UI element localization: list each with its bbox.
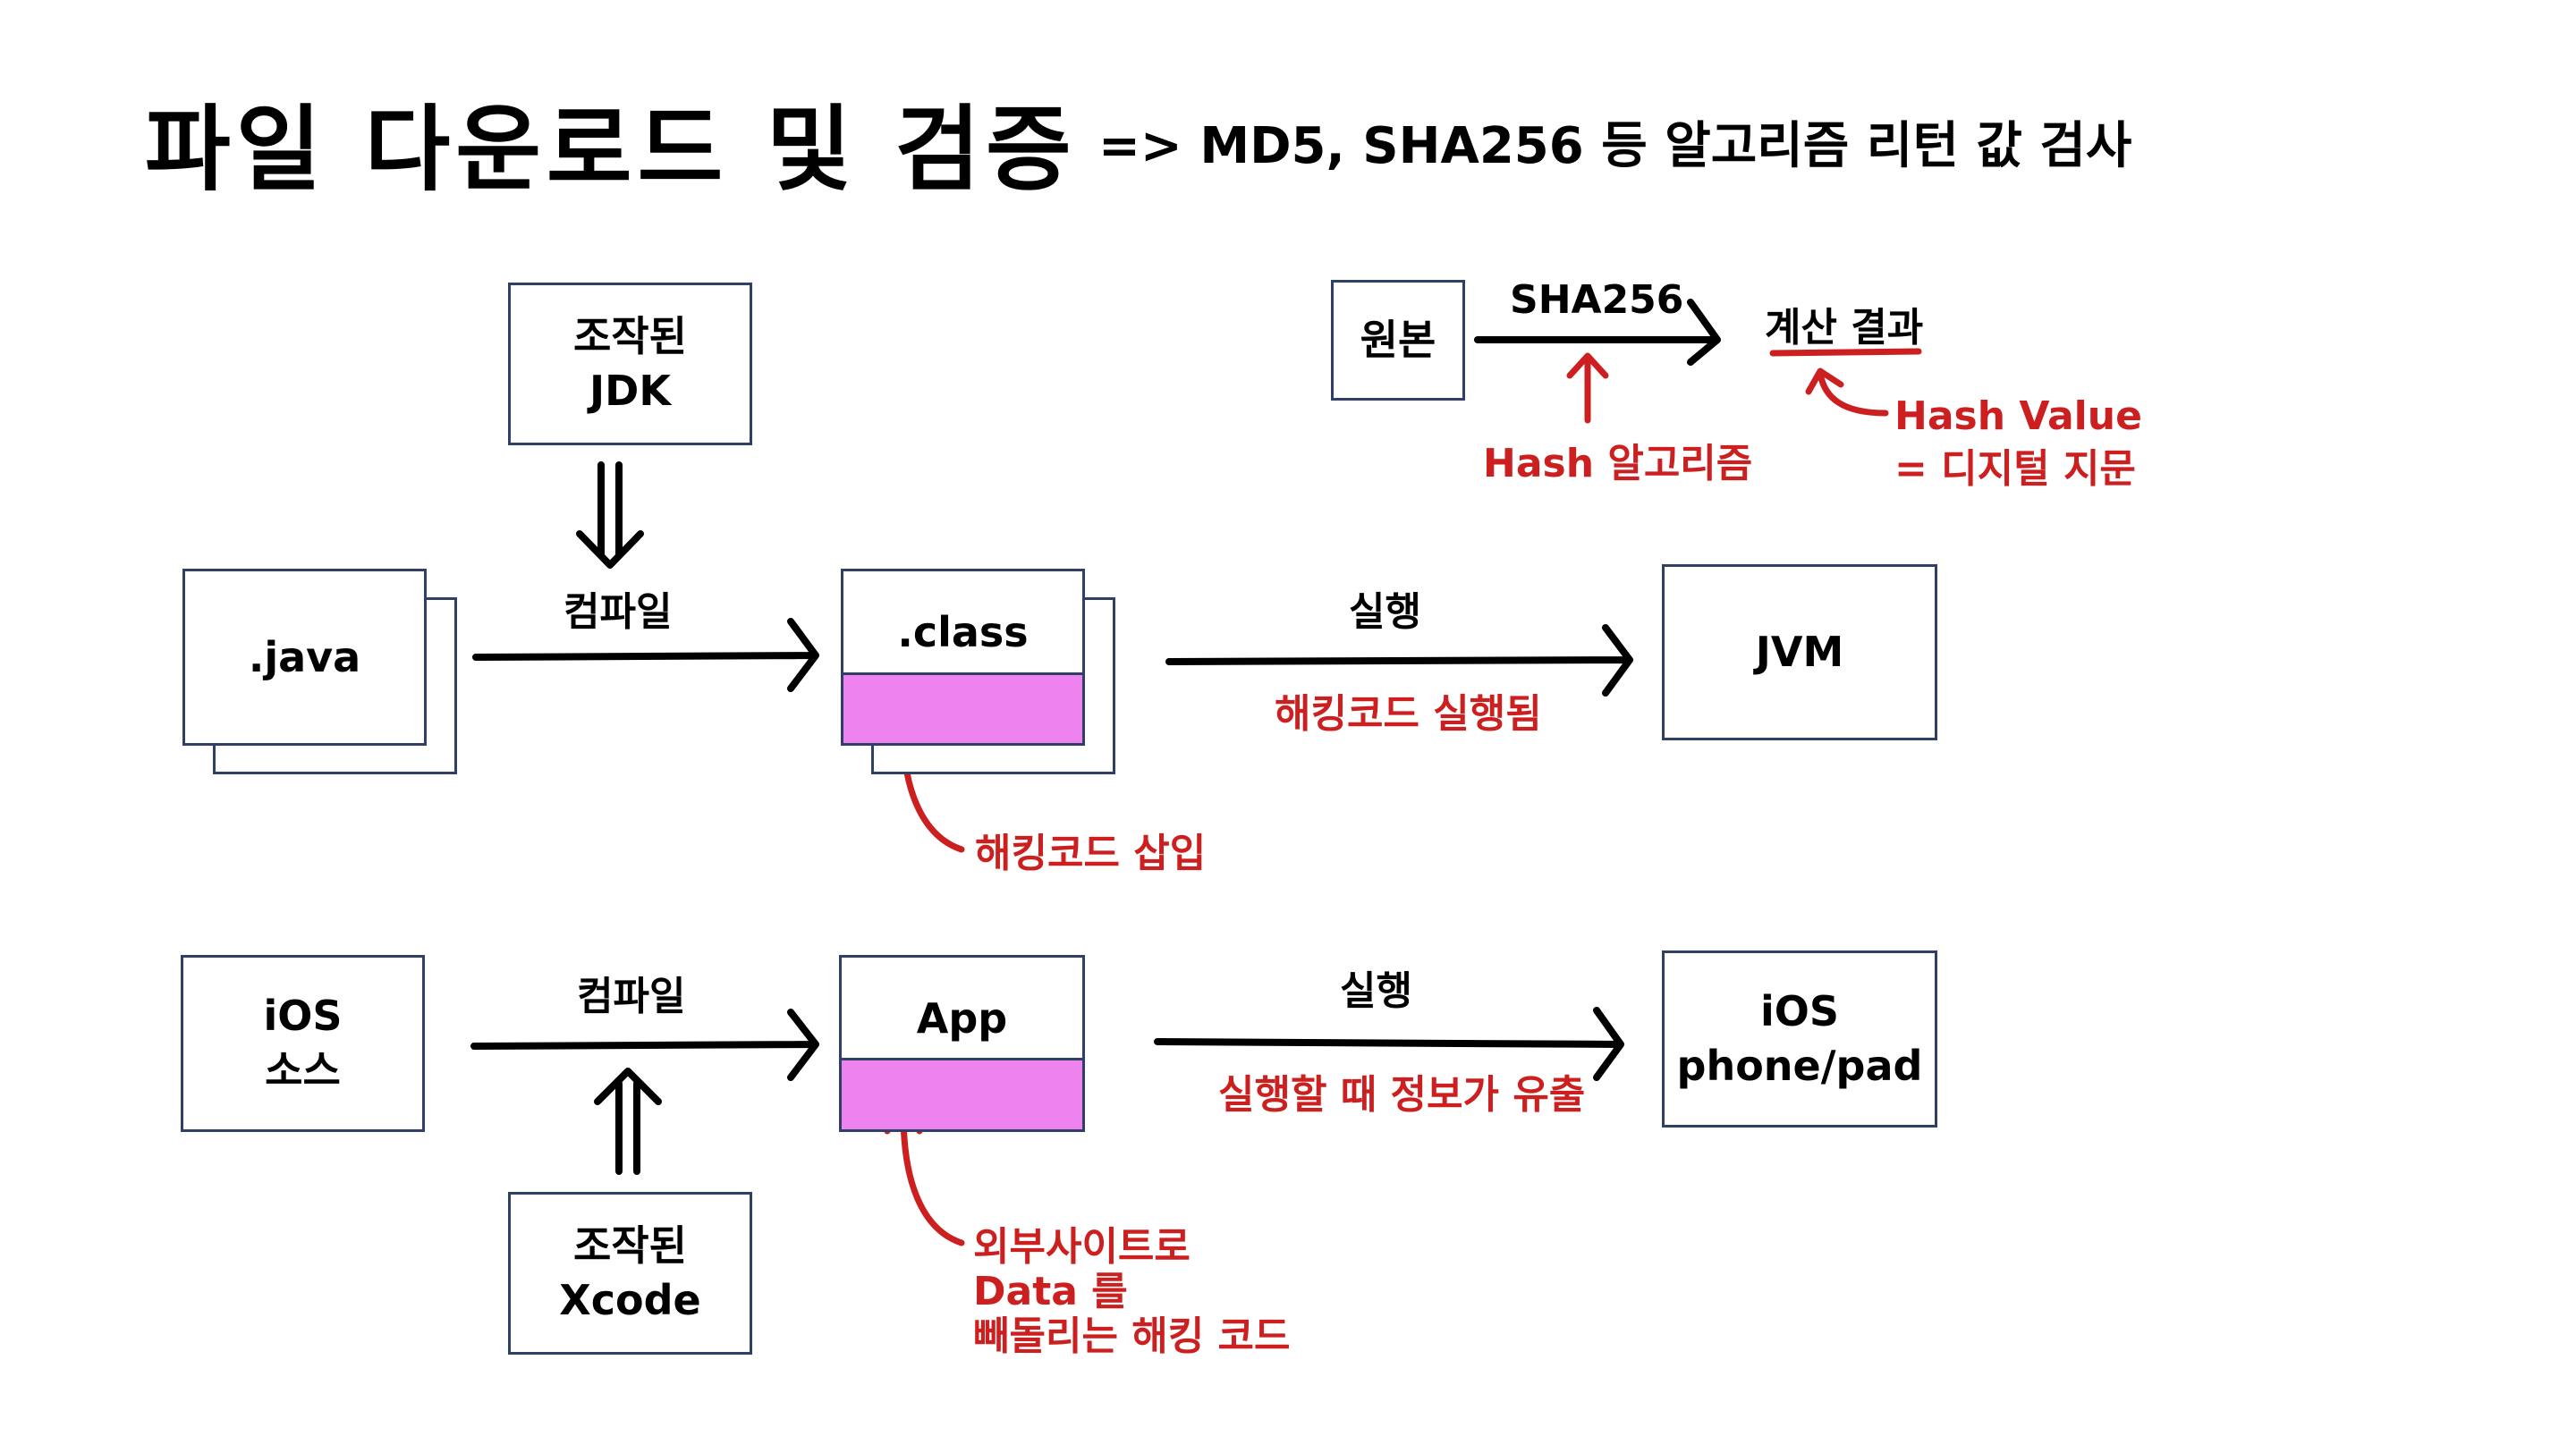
leak-note-line3: 빼돌리는 해킹 코드 xyxy=(973,1314,1291,1359)
class-file-label: .class xyxy=(897,608,1029,656)
class-file-box: .class xyxy=(841,569,1085,746)
java-source-box: .java xyxy=(182,569,427,746)
original-file-box: 원본 xyxy=(1331,280,1465,401)
injected-code-block xyxy=(841,672,1085,746)
jvm-box: JVM xyxy=(1662,564,1937,740)
ios-compile-arrow xyxy=(470,1009,819,1081)
java-compile-label: 컴파일 xyxy=(564,589,673,635)
hash-algorithm-note: Hash 알고리즘 xyxy=(1483,441,1753,486)
leak-note-line2: Data 를 xyxy=(973,1269,1128,1314)
java-run-label: 실행 xyxy=(1349,589,1421,635)
hash-algo-pointer xyxy=(1566,352,1609,424)
tampered-jdk-box: 조작된 JDK xyxy=(508,283,752,445)
digital-fingerprint-note: = 디지털 지문 xyxy=(1894,446,2136,492)
page-title: 파일 다운로드 및 검증 xyxy=(145,95,1077,204)
jvm-label: JVM xyxy=(1755,628,1844,677)
tampered-xcode-line2: Xcode xyxy=(559,1276,701,1324)
result-underline xyxy=(1769,348,1922,357)
leak-note-line1: 외부사이트로 xyxy=(973,1224,1191,1270)
jdk-double-arrow xyxy=(576,461,644,569)
tampered-xcode-box: 조작된 Xcode xyxy=(508,1192,752,1355)
ios-device-box: iOS phone/pad xyxy=(1662,950,1937,1128)
hash-result-label: 계산 결과 xyxy=(1765,305,1924,351)
tampered-xcode-line1: 조작된 xyxy=(573,1221,687,1271)
java-source-label: .java xyxy=(248,632,361,681)
page-subtitle: => MD5, SHA256 등 알고리즘 리턴 값 검사 xyxy=(1098,117,2132,175)
java-run-arrow xyxy=(1165,624,1633,697)
ios-device-line1: iOS xyxy=(1759,987,1839,1036)
xcode-double-arrow xyxy=(594,1068,662,1175)
tampered-jdk-line1: 조작된 xyxy=(573,312,687,361)
hacking-code-executed-note: 해킹코드 실행됨 xyxy=(1275,691,1542,737)
malicious-code-block xyxy=(839,1058,1085,1132)
java-compile-arrow xyxy=(472,618,819,692)
original-file-label: 원본 xyxy=(1360,316,1436,365)
sha256-arrow xyxy=(1474,299,1721,366)
ios-run-arrow xyxy=(1154,1007,1624,1081)
app-label: App xyxy=(916,994,1008,1043)
ios-source-line1: iOS xyxy=(263,992,343,1041)
ios-device-line2: phone/pad xyxy=(1676,1042,1923,1090)
info-leak-note: 실행할 때 정보가 유출 xyxy=(1218,1072,1586,1118)
tampered-jdk-line2: JDK xyxy=(589,367,671,415)
ios-run-label: 실행 xyxy=(1340,968,1412,1014)
hash-value-pointer xyxy=(1805,367,1889,417)
ios-source-box: iOS 소스 xyxy=(181,955,425,1132)
sha256-label: SHA256 xyxy=(1510,277,1684,323)
hash-value-note: Hash Value xyxy=(1894,393,2142,439)
ios-source-line2: 소스 xyxy=(265,1046,341,1094)
hacking-code-injected-note: 해킹코드 삽입 xyxy=(975,831,1207,876)
ios-compile-label: 컴파일 xyxy=(577,974,686,1019)
